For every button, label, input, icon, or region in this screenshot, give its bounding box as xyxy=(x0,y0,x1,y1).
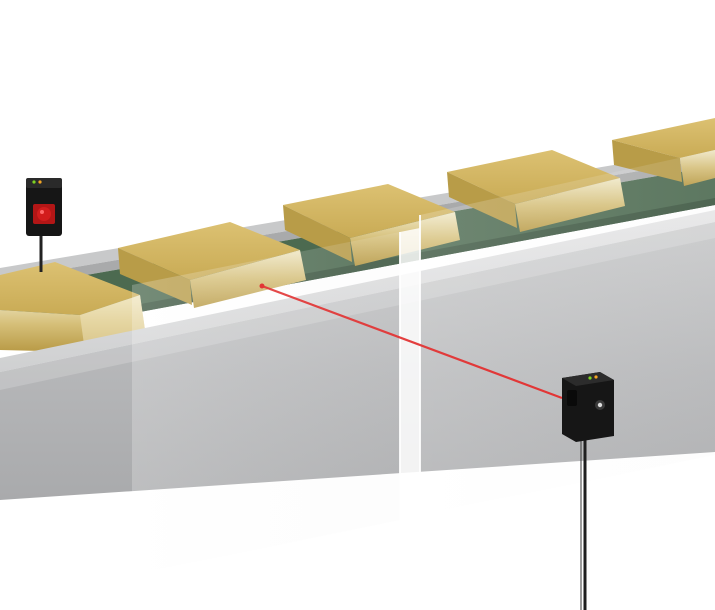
laser-beam-icon xyxy=(259,283,563,400)
glass-panels xyxy=(132,150,715,575)
photoelectric-sensor-icon xyxy=(562,372,614,610)
photoelectric-sensor-icon xyxy=(26,178,62,272)
